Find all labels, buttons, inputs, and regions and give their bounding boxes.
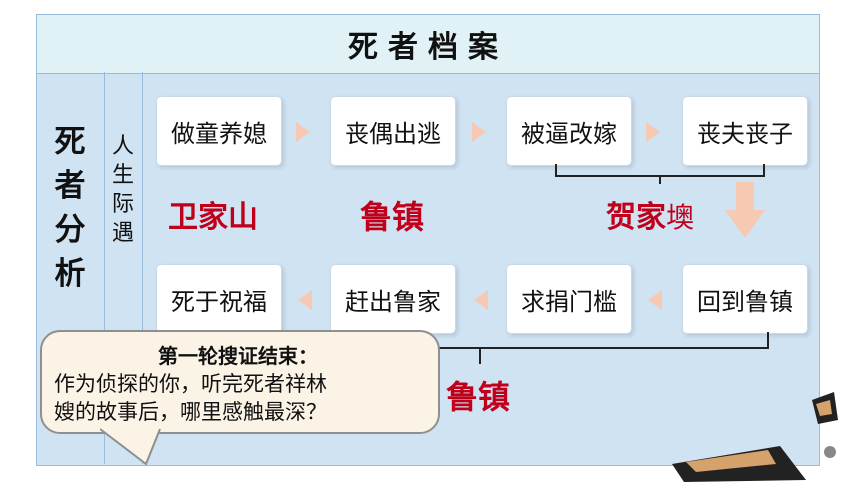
place-hejiaao-suffix: 墺	[666, 201, 695, 234]
side-label-char: 者	[54, 168, 86, 204]
event-box-return-luzhen: 回到鲁镇	[682, 264, 808, 334]
sub-label: 人 生 际 遇	[110, 132, 136, 248]
place-weijiashan: 卫家山	[168, 200, 258, 235]
sub-label-char: 人	[111, 134, 134, 159]
bracket-top	[555, 164, 765, 184]
side-label: 死 者 分 析	[48, 120, 92, 296]
event-box-child-bride: 做童养媳	[156, 96, 282, 166]
decorative-figure	[672, 392, 838, 482]
event-box-lose-husband-son: 丧夫丧子	[682, 96, 808, 166]
place-hejiaao: 贺家墺	[606, 192, 694, 236]
side-label-char: 死	[54, 124, 86, 160]
down-arrow-icon	[725, 182, 765, 238]
event-box-death: 死于祝福	[156, 264, 282, 334]
event-box-widowed-flee: 丧偶出逃	[330, 96, 456, 166]
left-arrow-icon	[474, 290, 488, 310]
sub-label-char: 生	[111, 163, 134, 188]
page-title: 死者档案	[36, 14, 820, 74]
bubble-body: 作为侦探的你，听完死者祥林 嫂的故事后，哪里感触最深？	[54, 370, 430, 426]
right-arrow-icon	[472, 122, 486, 142]
place-luzhen-1: 鲁镇	[360, 198, 425, 236]
event-box-forced-remarriage: 被逼改嫁	[506, 96, 632, 166]
right-arrow-icon	[646, 122, 660, 142]
side-label-char: 析	[54, 256, 86, 292]
speech-bubble	[40, 330, 440, 434]
bubble-line: 嫂的故事后，哪里感触最深？	[54, 400, 327, 424]
side-label-char: 分	[54, 212, 86, 248]
side-column	[36, 72, 105, 464]
sub-column	[104, 72, 143, 464]
sub-label-char: 际	[111, 192, 134, 217]
event-box-expelled: 赶出鲁家	[330, 264, 456, 334]
bubble-title: 第一轮搜证结束：	[158, 344, 318, 368]
right-arrow-icon	[296, 122, 310, 142]
event-box-donate-threshold: 求捐门槛	[506, 264, 632, 334]
bubble-tail	[100, 428, 161, 466]
sub-label-char: 遇	[111, 221, 134, 246]
bubble-line: 作为侦探的你，听完死者祥林	[54, 372, 327, 396]
left-arrow-icon	[648, 290, 662, 310]
place-luzhen-2: 鲁镇	[446, 378, 511, 416]
place-hejiaao-main: 贺家	[606, 200, 666, 235]
left-arrow-icon	[298, 290, 312, 310]
